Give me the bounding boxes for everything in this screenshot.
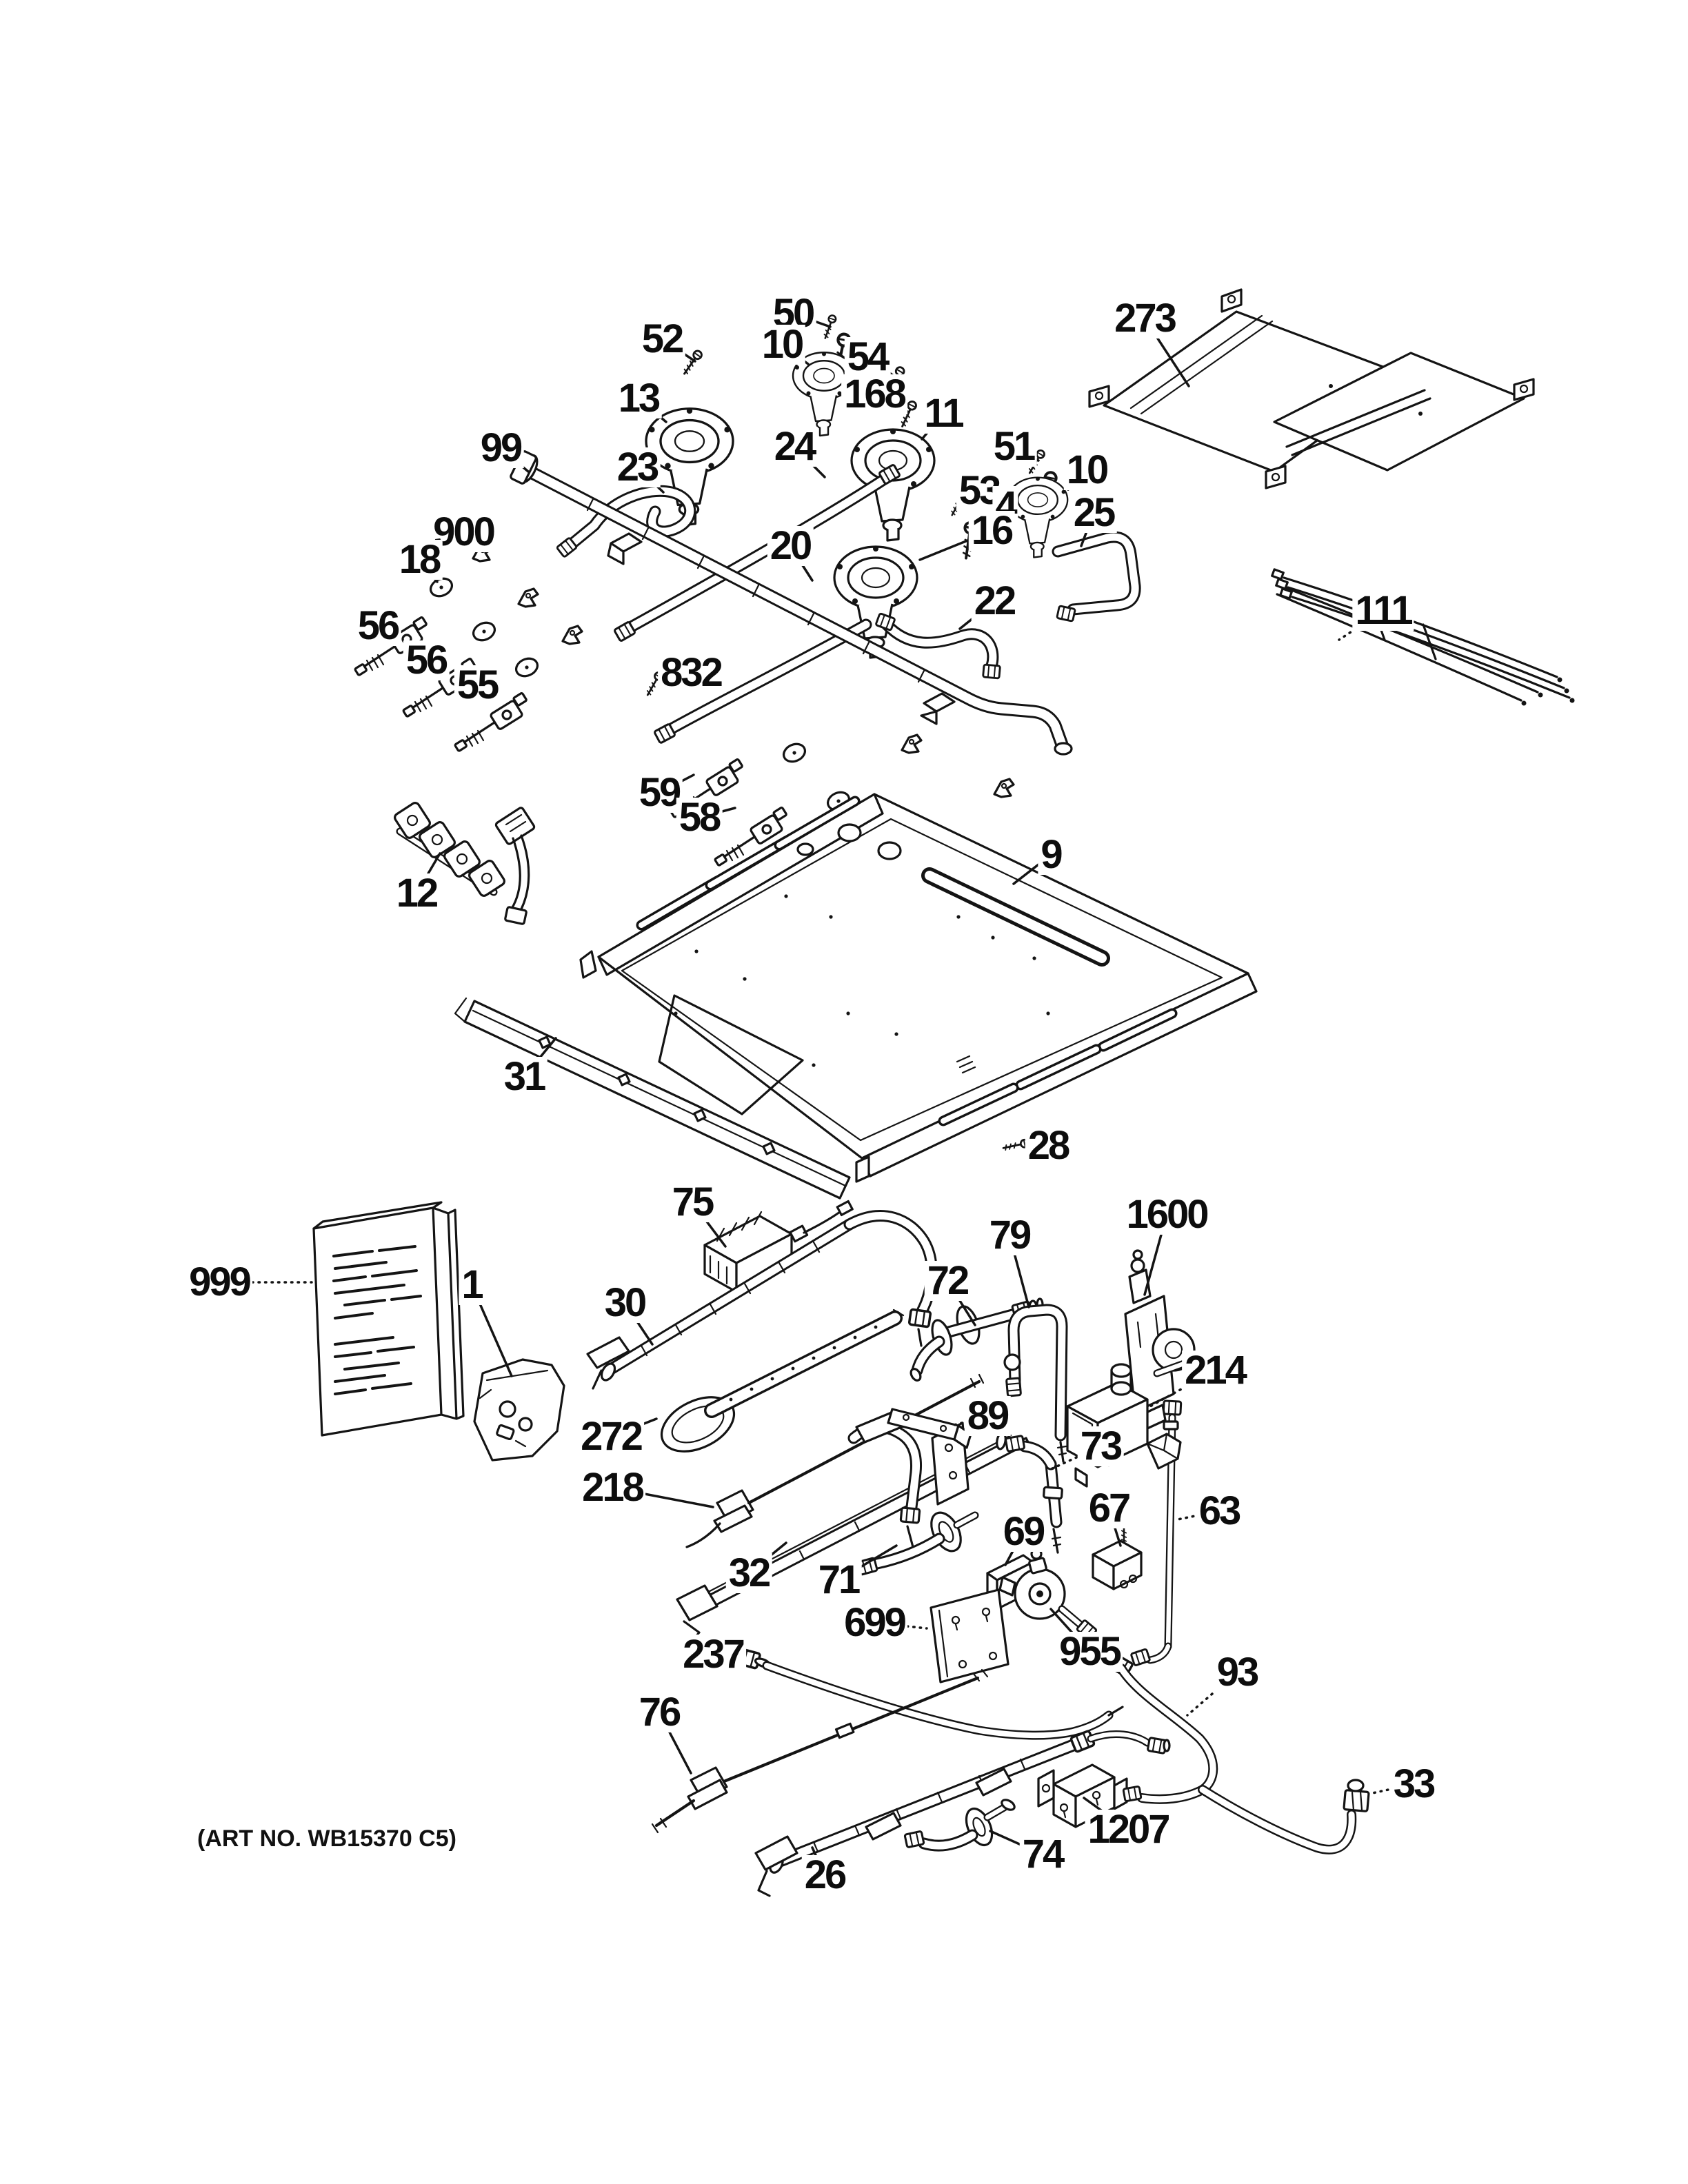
part-label-111: 111 [1352,591,1414,631]
part-label-23: 23 [614,447,661,487]
part-label-55: 55 [454,665,501,705]
part-label-67: 67 [1085,1488,1132,1528]
part-label-75: 75 [669,1182,716,1222]
part-label-76: 76 [636,1692,683,1732]
lower-assembly-art [586,1200,1370,1897]
manual-text-lines [332,1245,422,1395]
part-label-32: 32 [725,1553,772,1593]
part-label-699: 699 [841,1603,907,1643]
part-label-28: 28 [1025,1126,1072,1166]
tube-72-art [910,1297,1044,1382]
leader-line-73 [1048,1445,1102,1471]
part-label-56-b: 56 [403,640,450,680]
fitting-33-art [1343,1779,1370,1812]
part-label-272: 272 [578,1417,644,1457]
part-label-30: 30 [601,1283,648,1323]
mini-manual-999-art [312,1201,465,1437]
tube-24-art [613,463,901,643]
part-label-89: 89 [964,1396,1011,1436]
tube-93-art [1108,1653,1370,1854]
part-label-18: 18 [396,540,443,580]
carryover-272-art [660,1308,905,1453]
tube-26-art [754,1729,1171,1897]
part-label-1207: 1207 [1085,1810,1172,1850]
part-label-73: 73 [1077,1426,1124,1466]
spark-module-75-art [703,1200,854,1293]
part-label-999: 999 [186,1262,252,1302]
part-label-832: 832 [658,653,724,693]
part-label-71: 71 [815,1560,862,1600]
valve-955-art [998,1548,1098,1641]
part-label-11: 11 [921,394,965,434]
leader-line-93 [1186,1671,1238,1717]
tube-23-art [555,485,696,558]
burner-box-9-art [579,793,1258,1183]
rail-31-art [454,997,851,1200]
part-label-26: 26 [801,1855,848,1895]
part-label-51: 51 [990,427,1037,467]
parts-bag-1-art [473,1358,565,1462]
part-label-22: 22 [971,581,1018,621]
part-label-900: 900 [430,512,496,552]
part-label-1600: 1600 [1123,1195,1210,1235]
part-label-33: 33 [1390,1764,1437,1804]
part-label-214: 214 [1182,1351,1248,1391]
part-label-93: 93 [1214,1652,1260,1692]
top-burner-assembly-art [353,313,1141,867]
part-label-56-a: 56 [354,606,401,646]
part-label-1: 1 [459,1265,485,1305]
switch-67-art [1092,1517,1143,1590]
tube-73-art [996,1431,1063,1554]
part-label-16: 16 [968,511,1015,551]
part-label-31: 31 [501,1057,547,1097]
tube-237-art [736,1647,1124,1740]
part-label-237: 237 [680,1635,746,1675]
spark-switch-harness-12-art [394,802,536,925]
part-label-218: 218 [579,1468,645,1508]
heat-shield-273-art [1088,288,1535,489]
tube-30-art [586,1210,938,1390]
part-label-24: 24 [771,427,818,467]
part-label-25: 25 [1070,493,1117,533]
part-label-955: 955 [1056,1632,1123,1672]
part-label-52: 52 [639,319,685,359]
part-label-69: 69 [1000,1512,1047,1552]
part-label-20: 20 [767,526,814,566]
tube-22-art [874,612,1001,680]
part-label-63: 63 [1196,1491,1243,1531]
part-label-13: 13 [615,378,662,418]
tube-71-art [847,1409,979,1576]
part-label-10-top: 10 [758,325,805,365]
part-label-273: 273 [1112,299,1178,338]
part-label-72: 72 [924,1261,971,1301]
elbow-74-art [903,1799,1016,1852]
bracket-89-art [887,1408,972,1449]
part-label-59: 59 [636,773,683,813]
part-label-58: 58 [676,798,723,838]
tube-25-art [1052,531,1141,623]
part-label-74: 74 [1019,1834,1066,1874]
part-label-79: 79 [986,1215,1033,1255]
plate-699-art [930,1588,1009,1684]
part-label-12: 12 [393,873,440,913]
part-label-54: 54 [844,337,891,377]
tube-79-art [1003,1304,1068,1463]
manifold-99-art [510,450,1073,756]
part-label-10-right: 10 [1063,450,1110,490]
part-label-168: 168 [841,374,907,414]
part-label-9: 9 [1038,835,1064,875]
igniter-76-art [651,1668,989,1834]
part-label-99: 99 [477,428,524,468]
art-number: (ART NO. WB15370 C5) [197,1826,456,1852]
